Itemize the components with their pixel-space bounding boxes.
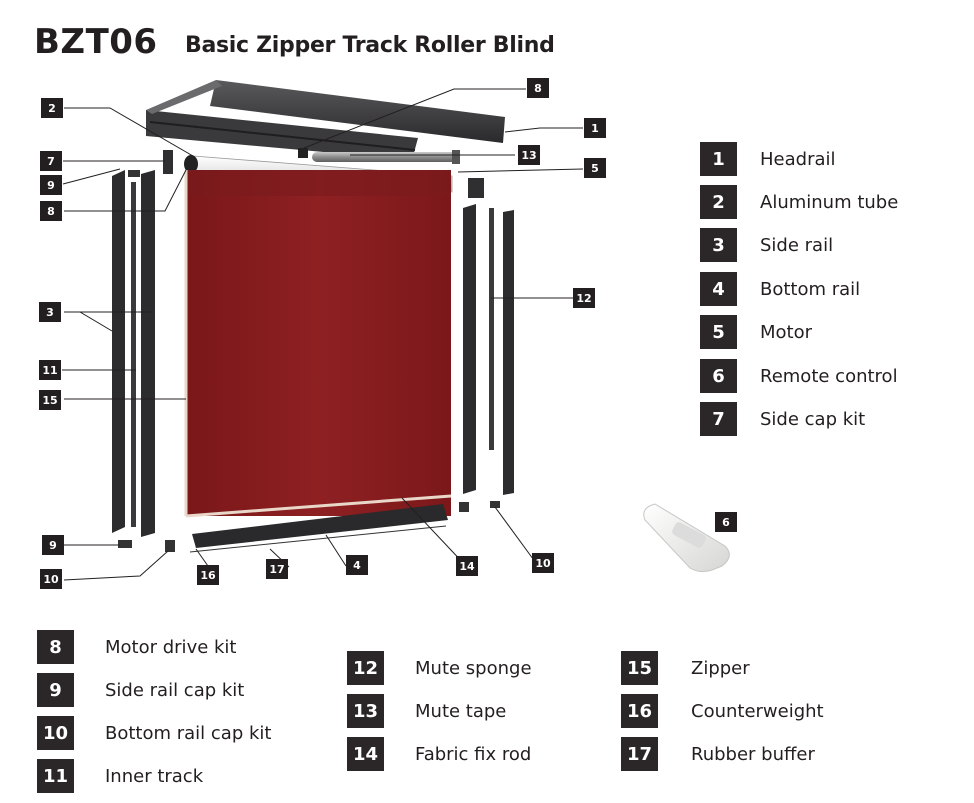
legend-item-mute-sponge: 12 Mute sponge: [347, 651, 532, 685]
legend-number: 3: [700, 228, 737, 262]
legend-label: Inner track: [105, 765, 204, 787]
legend-item-mute-tape: 13 Mute tape: [347, 694, 506, 728]
legend-label: Side cap kit: [760, 408, 866, 430]
legend-label: Rubber buffer: [691, 743, 815, 765]
legend-label: Fabric fix rod: [415, 743, 532, 765]
bottom-rail: [189, 504, 448, 553]
legend-label: Mute tape: [415, 700, 507, 722]
legend-label: Zipper: [691, 657, 750, 679]
remote-control: [643, 503, 730, 573]
callout-4: 4: [346, 555, 368, 575]
legend-item-side-rail-cap-kit: 9 Side rail cap kit: [37, 673, 244, 707]
fabric-screen: [184, 170, 452, 518]
title-name: Basic Zipper Track Roller Blind: [185, 33, 555, 58]
legend-item-headrail: 1 Headrail: [700, 142, 836, 176]
legend-number: 2: [700, 185, 737, 219]
callout-13: 13: [518, 145, 540, 165]
legend-item-motor-drive-kit: 8 Motor drive kit: [37, 630, 237, 664]
legend-item-remote-control: 6 Remote control: [700, 359, 898, 393]
callout-6: 6: [715, 512, 737, 532]
legend-item-side-rail: 3 Side rail: [700, 228, 833, 262]
headrail: [146, 80, 505, 160]
legend-number: 12: [347, 651, 384, 685]
callout-9-top: 9: [40, 175, 62, 195]
callout-5: 5: [584, 158, 606, 178]
legend-number: 10: [37, 716, 74, 750]
callout-10-right: 10: [532, 553, 554, 573]
callout-8-top: 8: [527, 78, 549, 98]
legend-label: Counterweight: [691, 700, 824, 722]
legend-label: Bottom rail cap kit: [105, 722, 272, 744]
callout-15: 15: [39, 390, 61, 410]
legend-number: 5: [700, 315, 737, 349]
legend-label: Side rail: [760, 234, 834, 256]
legend-number: 16: [621, 694, 658, 728]
legend-item-counterweight: 16 Counterweight: [621, 694, 824, 728]
leader-lines: [62, 88, 584, 581]
callout-1: 1: [584, 118, 606, 138]
legend-label: Motor drive kit: [105, 636, 237, 658]
motor-drive-kit: [298, 148, 308, 158]
legend-number: 1: [700, 142, 737, 176]
callout-10-left: 10: [40, 569, 62, 589]
callout-16: 16: [197, 565, 219, 585]
legend-item-rubber-buffer: 17 Rubber buffer: [621, 737, 815, 771]
bottom-rail-cap-right: [459, 502, 469, 512]
legend-item-zipper: 15 Zipper: [621, 651, 750, 685]
legend-number: 4: [700, 272, 737, 306]
callout-11: 11: [39, 360, 61, 380]
right-side-rails: [463, 178, 514, 495]
legend-number: 15: [621, 651, 658, 685]
legend-label: Aluminum tube: [760, 191, 899, 213]
callout-14: 14: [456, 556, 478, 576]
legend-number: 17: [621, 737, 658, 771]
legend-number: 13: [347, 694, 384, 728]
legend-label: Headrail: [760, 148, 836, 170]
bottom-rail-cap-left: [165, 540, 175, 552]
left-side-rails: [112, 150, 173, 537]
legend-item-aluminum-tube: 2 Aluminum tube: [700, 185, 898, 219]
legend-number: 9: [37, 673, 74, 707]
legend-number: 6: [700, 359, 737, 393]
callout-12: 12: [573, 288, 595, 308]
callout-2: 2: [41, 98, 63, 118]
side-rail-cap-left: [118, 540, 132, 548]
legend-item-inner-track: 11 Inner track: [37, 759, 203, 793]
side-rail-cap-right: [490, 501, 500, 508]
legend-label: Motor: [760, 321, 813, 343]
legend-number: 7: [700, 402, 737, 436]
callout-9-bottom: 9: [42, 535, 64, 555]
callout-17: 17: [266, 559, 288, 579]
legend-item-fabric-fix-rod: 14 Fabric fix rod: [347, 737, 531, 771]
legend-item-bottom-rail-cap-kit: 10 Bottom rail cap kit: [37, 716, 271, 750]
legend-item-side-cap-kit: 7 Side cap kit: [700, 402, 865, 436]
legend-number: 14: [347, 737, 384, 771]
legend-number: 11: [37, 759, 74, 793]
callout-8-left: 8: [40, 201, 62, 221]
legend-item-bottom-rail: 4 Bottom rail: [700, 272, 860, 306]
legend-item-motor: 5 Motor: [700, 315, 812, 349]
legend-label: Side rail cap kit: [105, 679, 245, 701]
legend-number: 8: [37, 630, 74, 664]
title-code: BZT06: [34, 22, 158, 62]
motor: [312, 150, 460, 164]
legend-label: Remote control: [760, 365, 898, 387]
callout-7: 7: [40, 151, 62, 171]
legend-label: Mute sponge: [415, 657, 532, 679]
callout-3: 3: [39, 302, 61, 322]
legend-label: Bottom rail: [760, 278, 861, 300]
